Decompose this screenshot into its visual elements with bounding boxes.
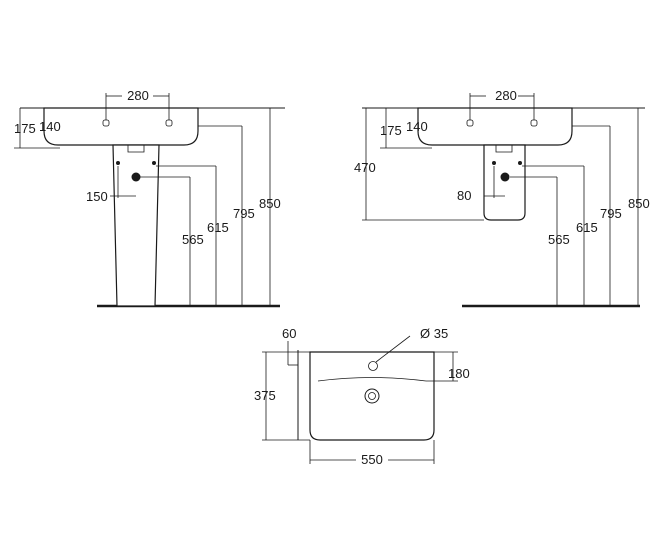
dim-waste-height-right: 565	[548, 232, 570, 247]
dim-tap-height-right: 140	[406, 119, 428, 134]
dim-supply-height: 615	[207, 220, 229, 235]
basin-outline-right	[417, 107, 573, 146]
dim-tap-hole: Ø 35	[420, 326, 448, 341]
dim-waste-offset: 150	[86, 189, 108, 204]
dim-tap-spacing: 280	[127, 88, 149, 103]
dim-basin-depth-right: 175	[380, 123, 402, 138]
supply-left	[116, 161, 120, 165]
pedestal-view: 280 175 140 150 565 615 795 850	[14, 88, 285, 308]
dim-bracket-height: 470	[354, 160, 376, 175]
plan-tap-hole	[368, 361, 378, 371]
dim-rim-height-right: 850	[628, 196, 650, 211]
dim-tap-height: 140	[39, 119, 61, 134]
dim-rim-height: 850	[259, 196, 281, 211]
waste-outlet	[131, 172, 141, 182]
trap-outline-right	[495, 145, 513, 153]
waste-outlet-right	[500, 172, 510, 182]
dim-tap-spacing-right: 280	[495, 88, 517, 103]
dim-plan-width: 550	[361, 452, 383, 467]
dim-waste-height: 565	[182, 232, 204, 247]
dim-overflow-height: 795	[233, 206, 255, 221]
plan-basin-outline	[309, 351, 435, 441]
dim-overflow-height-right: 795	[600, 206, 622, 221]
plan-waste-inner	[368, 392, 376, 400]
wall-view: 280 470 175 140 80 565 615 795 850	[354, 88, 650, 308]
dim-supply-height-right: 615	[576, 220, 598, 235]
dim-plan-depth: 375	[254, 388, 276, 403]
plan-bowl-edge	[317, 377, 427, 382]
dim-tap-offset: 60	[282, 326, 296, 341]
pedestal-outline	[112, 144, 160, 307]
plan-view: 60 Ø 35 375 180 550	[254, 326, 470, 467]
trap-outline	[127, 145, 145, 153]
dim-waste-offset-right: 80	[457, 188, 471, 203]
basin-outline	[43, 107, 199, 146]
dim-bowl-depth: 180	[448, 366, 470, 381]
plan-waste-outer	[364, 388, 380, 404]
dim-basin-depth: 175	[14, 121, 36, 136]
supply-right	[152, 161, 156, 165]
semi-pedestal-outline	[483, 144, 526, 221]
